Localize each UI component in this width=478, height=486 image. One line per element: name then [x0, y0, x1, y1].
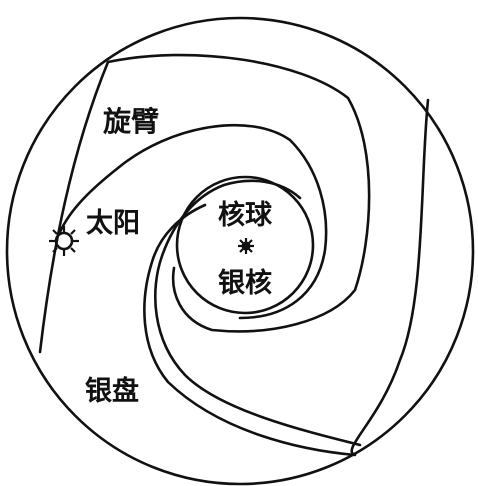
galactic-nucleus-label: 银核 [218, 267, 272, 299]
spiral-arm-2-outer-edge [144, 100, 428, 455]
sun-icon [49, 226, 79, 256]
galactic-nucleus-marker [238, 238, 254, 254]
nuclear-bulge-label: 核球 [218, 199, 273, 231]
spiral-arm-outer-edge [40, 55, 369, 352]
galactic-disk-label: 银盘 [85, 375, 139, 407]
sun-label: 太阳 [86, 208, 140, 239]
spiral-arm-label: 旋臂 [103, 105, 159, 138]
